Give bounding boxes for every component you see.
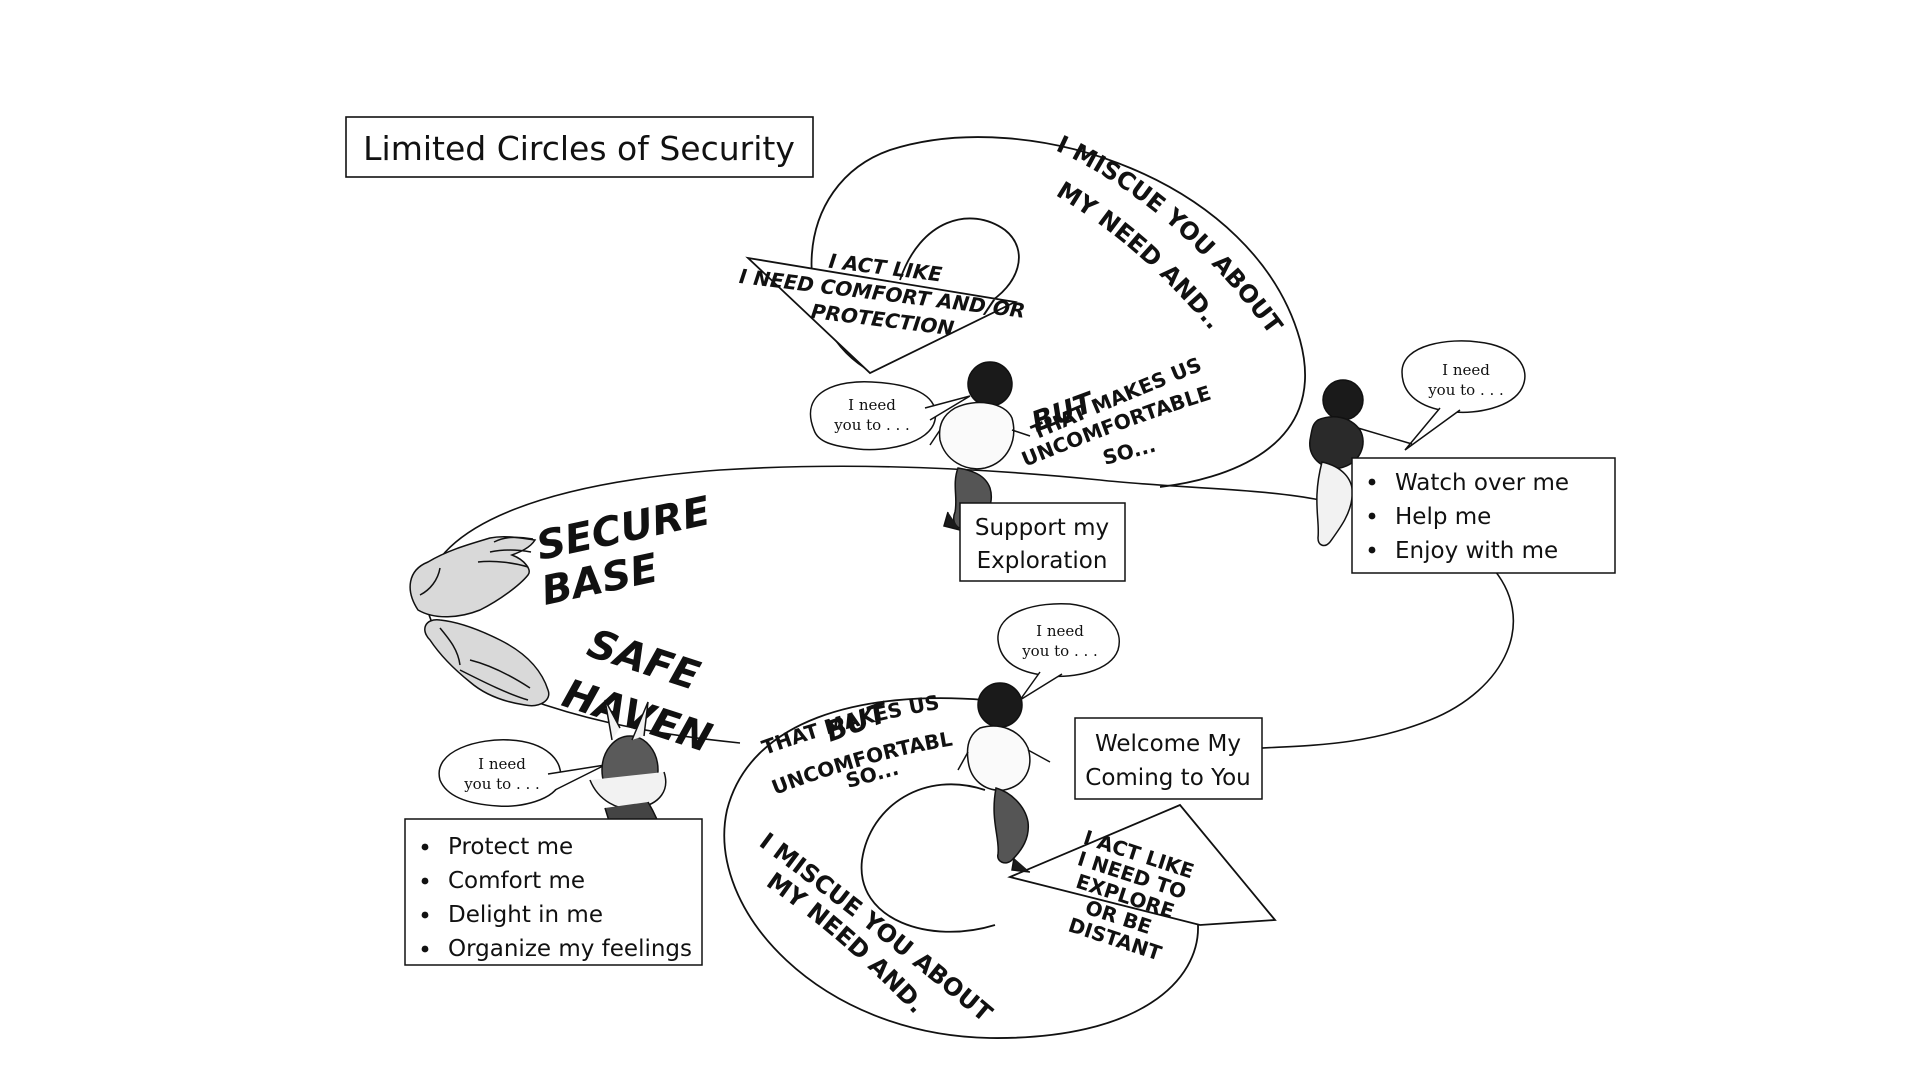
bottom-loop-outer <box>723 697 1199 1039</box>
child-returning-bottom-icon <box>957 682 1051 873</box>
speech-bubble-bottom-child: I need you to . . . <box>997 602 1120 701</box>
child-running-right-icon <box>1309 379 1413 547</box>
top-miscue-path-1: I MISCUE YOU ABOUT <box>1052 130 1288 339</box>
delight-item: Delight in me <box>448 902 603 928</box>
bullet-organize <box>421 945 429 953</box>
title-text: Limited Circles of Security <box>363 129 795 168</box>
welcome-line-1: Welcome My <box>1095 731 1241 757</box>
speech-bubble-4-line-1: I need <box>478 755 526 773</box>
comfort-item: Comfort me <box>448 868 585 894</box>
top-miscue-line-1: I MISCUE YOU ABOUT <box>1052 130 1288 339</box>
support-line-1: Support my <box>975 515 1109 541</box>
upper-hand-icon <box>409 536 537 618</box>
bullet-protect <box>421 843 429 851</box>
top-loop-inner <box>899 217 1020 306</box>
speech-bubble-3-line-1: I need <box>1036 622 1084 640</box>
speech-bubble-1-line-2: you to . . . <box>833 416 910 434</box>
title-box: Limited Circles of Security <box>345 116 814 178</box>
bottom-loop-inner <box>860 783 996 933</box>
child-exploring-top-icon <box>929 361 1031 531</box>
support-line-2: Exploration <box>977 548 1108 574</box>
speech-bubble-3-line-2: you to . . . <box>1021 642 1098 660</box>
speech-bubble-2-line-2: you to . . . <box>1427 381 1504 399</box>
watch-item: Watch over me <box>1395 470 1569 496</box>
top-loop-arrowhead <box>745 256 1018 375</box>
protect-item: Protect me <box>448 834 573 860</box>
secure-base-label: SECURE BASE <box>533 488 715 615</box>
bottom-miscue-path-1: I MISCUE YOU ABOUT <box>754 827 998 1028</box>
bullet-enjoy <box>1368 546 1376 554</box>
bullet-watch <box>1368 478 1376 486</box>
bullet-comfort <box>421 877 429 885</box>
speech-bubble-4-line-2: you to . . . <box>463 775 540 793</box>
watch-help-enjoy-box: Watch over me Help me Enjoy with me <box>1351 457 1616 574</box>
top-loop-outer <box>810 136 1306 488</box>
enjoy-item: Enjoy with me <box>1395 538 1558 564</box>
bullet-help <box>1368 512 1376 520</box>
speech-bubble-left-child: I need you to . . . <box>438 739 606 808</box>
help-item: Help me <box>1395 504 1491 530</box>
bottom-miscue-line-1: I MISCUE YOU ABOUT <box>754 827 998 1028</box>
top-loop: I ACT LIKE I NEED COMFORT AND/OR PROTECT… <box>0 0 1306 488</box>
speech-bubble-right-child: I need you to . . . <box>1401 340 1526 451</box>
speech-bubble-1-line-1: I need <box>848 396 896 414</box>
speech-bubble-2-line-1: I need <box>1442 361 1490 379</box>
speech-bubble-top-child: I need you to . . . <box>809 381 971 451</box>
welcome-coming-box: Welcome My Coming to You <box>1074 717 1263 800</box>
bottom-loop-arrowhead <box>1007 803 1277 926</box>
organize-item: Organize my feelings <box>448 936 692 962</box>
welcome-line-2: Coming to You <box>1085 765 1250 791</box>
support-exploration-box: Support my Exploration <box>959 502 1126 582</box>
bullet-delight <box>421 911 429 919</box>
lower-hand-icon <box>424 619 550 707</box>
protect-comfort-box: Protect me Comfort me Delight in me Orga… <box>404 818 703 966</box>
